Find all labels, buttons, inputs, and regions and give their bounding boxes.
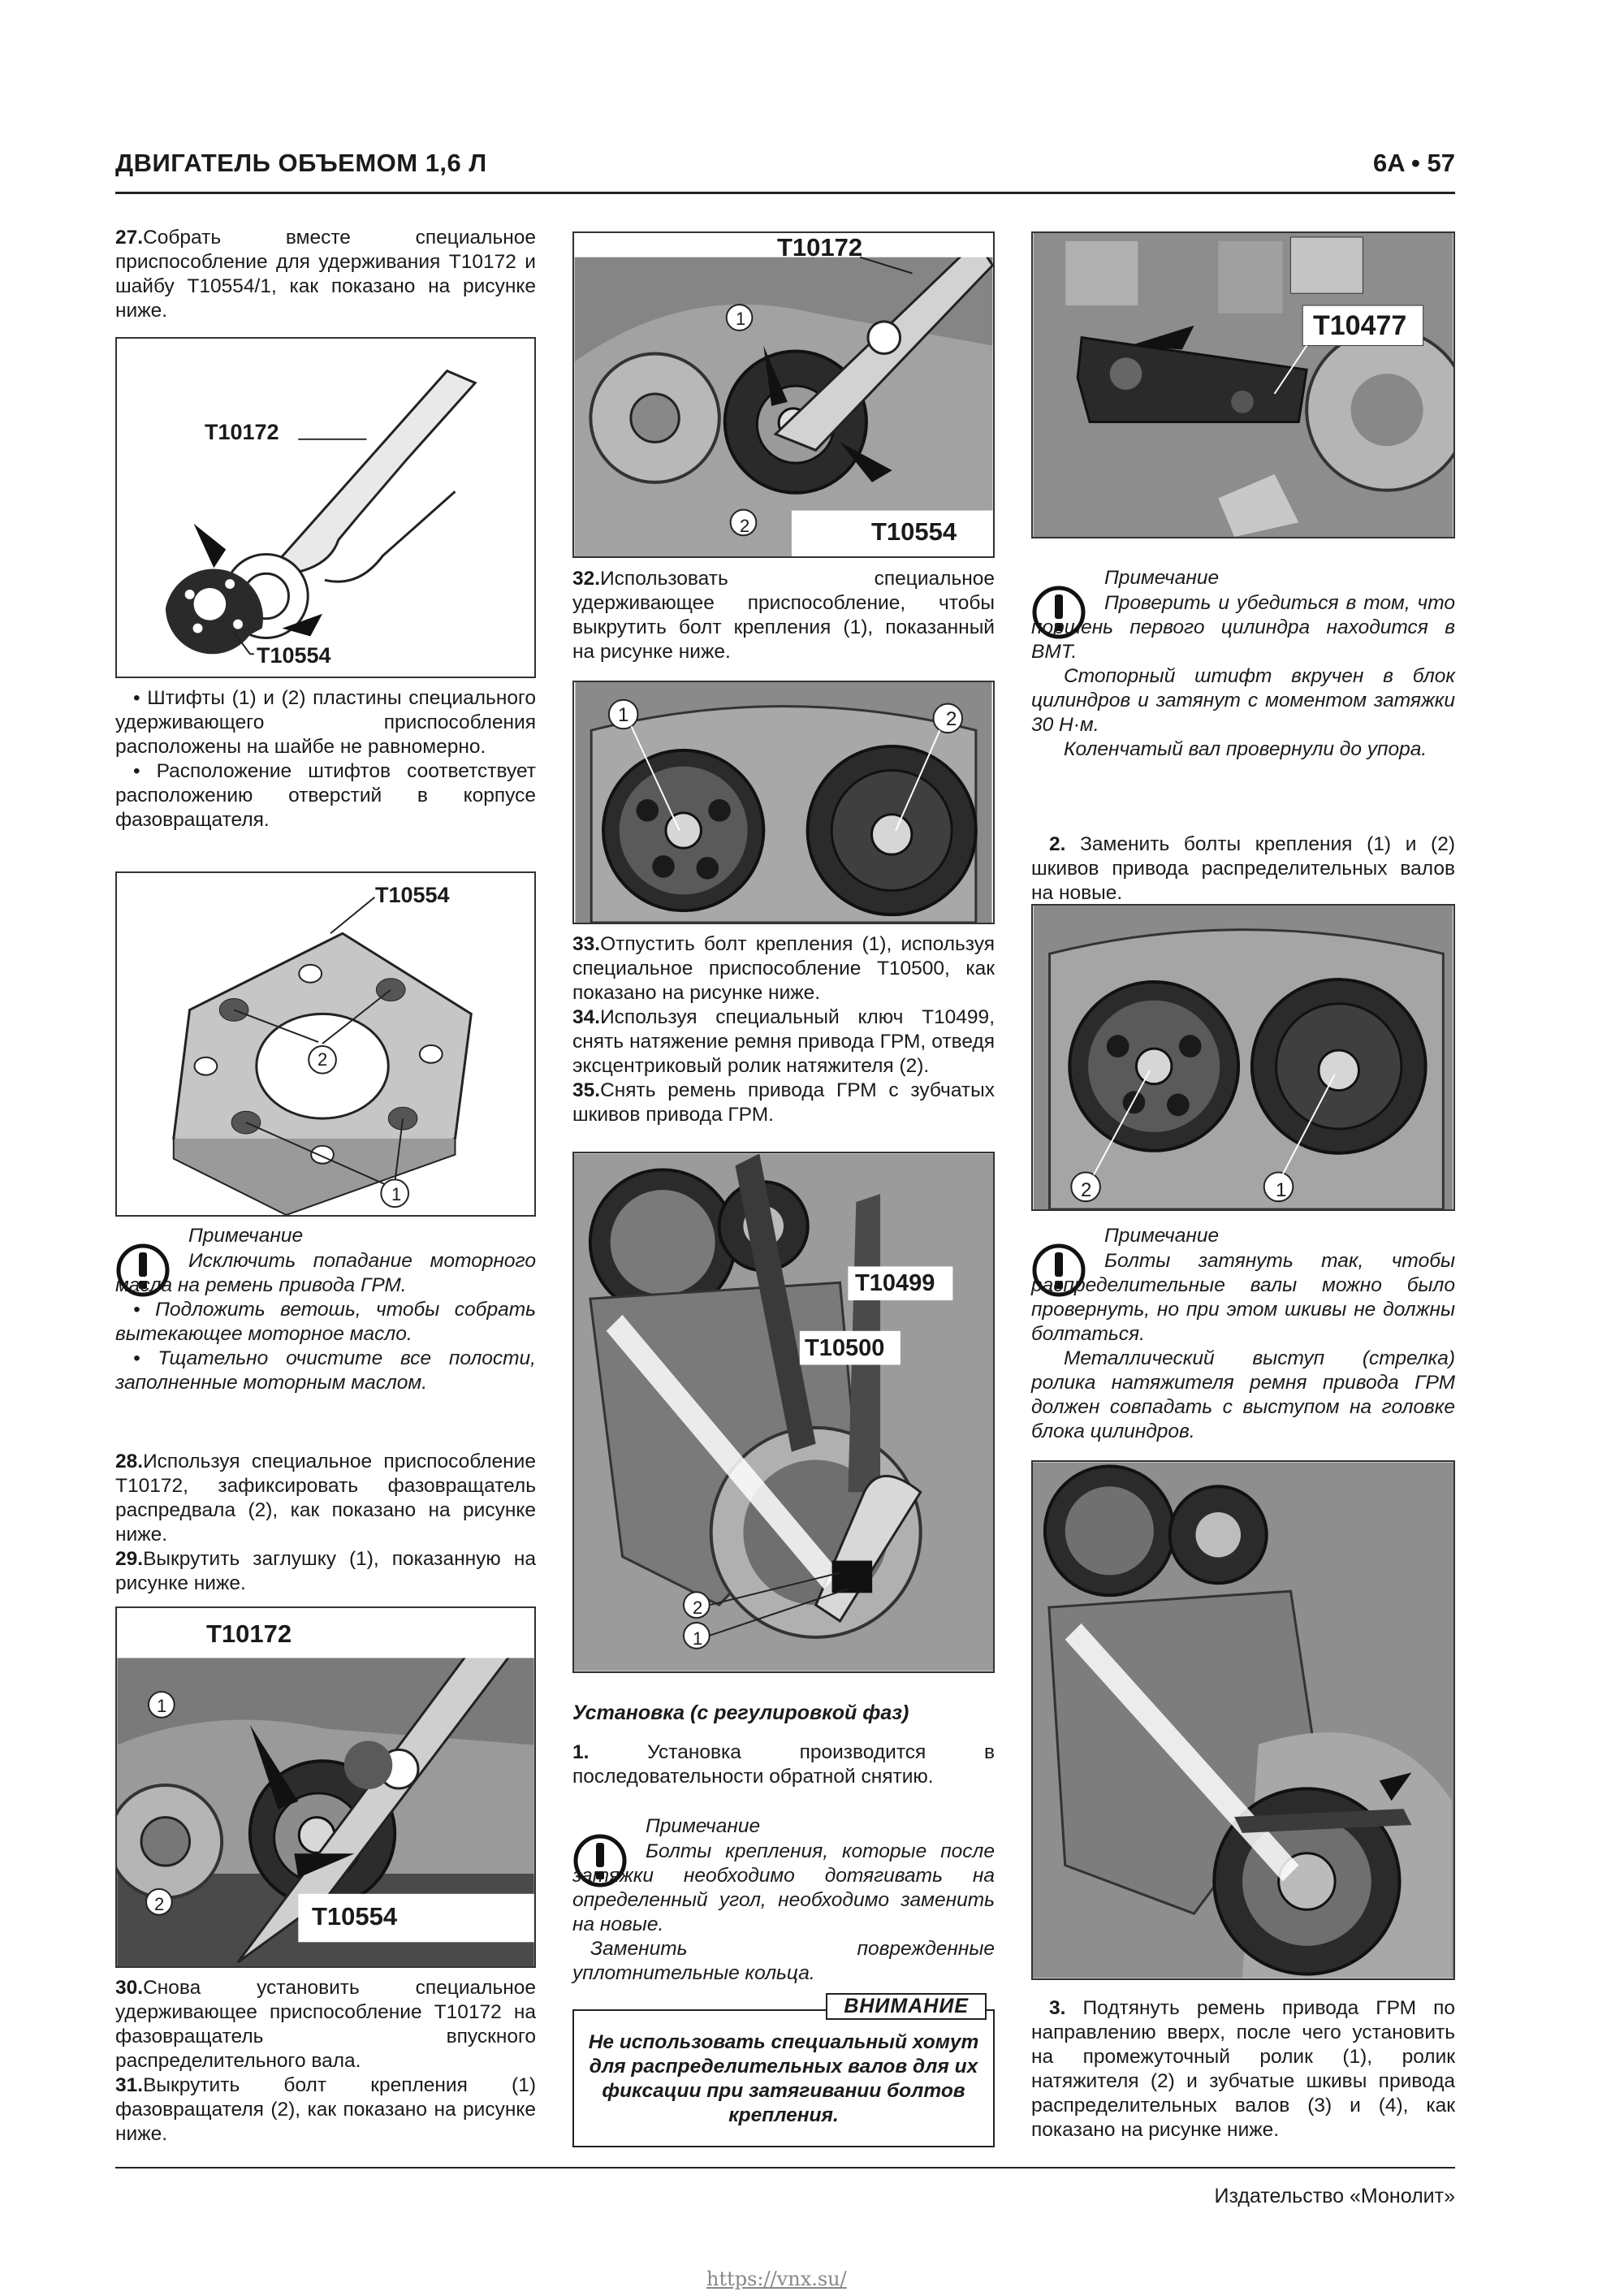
- install-step-2: 2. Заменить болты крепления (1) и (2) шк…: [1031, 833, 1455, 904]
- callout-1: 1: [157, 1696, 167, 1716]
- figure-bolt-removal: T10172 T10554 1 2: [572, 231, 995, 558]
- figure-phaser-hold: T10172 T10554 1 2: [115, 1606, 536, 1968]
- fig-label-T10500: T10500: [805, 1335, 885, 1361]
- callout-2: 2: [946, 708, 957, 730]
- fig-label-T10554: T10554: [375, 883, 450, 907]
- fig-label-T10172: T10172: [205, 420, 279, 444]
- note-tdc: Примечание Проверить и убедиться в том, …: [1031, 567, 1455, 760]
- exclamation-icon: [1032, 1243, 1086, 1297]
- section-installation: Установка (с регулировкой фаз): [572, 1701, 909, 1724]
- callout-2: 2: [317, 1049, 328, 1070]
- page-number: 6A • 57: [1372, 149, 1455, 177]
- callout-2: 2: [1081, 1179, 1092, 1201]
- figure-belt-tensioner: T10499 T10500 2 1: [572, 1152, 995, 1673]
- fig-label-T10554: T10554: [257, 643, 331, 668]
- callout-2: 2: [693, 1598, 703, 1618]
- callout-1: 1: [618, 704, 629, 726]
- figure-tensioner-lug: [1031, 1460, 1455, 1980]
- install-step-3: 3. Подтянуть ремень привода ГРМ по напра…: [1031, 1997, 1456, 2141]
- header-rule: [115, 192, 1455, 194]
- fig-label-T10172: T10172: [777, 233, 863, 262]
- figure-locking-tool: T10477: [1031, 231, 1455, 538]
- exclamation-icon: [116, 1243, 170, 1297]
- fig-label-T10554: T10554: [312, 1902, 398, 1931]
- exclamation-icon: [573, 1834, 627, 1887]
- step-30-31: 30.Снова установить специальное удержива…: [115, 1977, 536, 2145]
- fig-label-T10554: T10554: [871, 517, 957, 546]
- figure-holder-tool: T10172 T10554: [115, 337, 536, 678]
- warning-title: ВНИМАНИЕ: [826, 1993, 987, 2020]
- step-28-29: 28.Используя специальное приспособление …: [115, 1451, 536, 1594]
- step-33-35: 33.Отпустить болт крепления (1), использ…: [572, 933, 995, 1126]
- callout-1: 1: [736, 309, 746, 329]
- note-bolts: Примечание Болты крепления, которые посл…: [572, 1815, 995, 1984]
- page-header: ДВИГАТЕЛЬ ОБЪЕМОМ 1,6 Л 6A • 57: [115, 149, 1455, 191]
- note-tighten: Примечание Болты затянуть так, чтобы рас…: [1031, 1225, 1455, 1442]
- note-oil: Примечание Исключить попадание моторного…: [115, 1225, 536, 1394]
- figure-cam-pulleys: 1 2: [572, 681, 995, 924]
- watermark-link[interactable]: https://vnx.su/: [706, 2268, 847, 2290]
- fig-label-T10499: T10499: [855, 1270, 935, 1296]
- callout-1: 1: [1276, 1179, 1287, 1201]
- warning-box: ВНИМАНИЕ Не использовать специальный хом…: [572, 1993, 995, 2147]
- callout-2: 2: [154, 1894, 165, 1914]
- callout-1: 1: [391, 1184, 402, 1204]
- fig-label-T10172: T10172: [206, 1619, 292, 1648]
- figure-pulley-bolts: 2 1: [1031, 904, 1455, 1211]
- figure-washer: T10554 2 1: [115, 871, 536, 1217]
- fig-label-T10477: T10477: [1313, 310, 1407, 341]
- warning-text: Не использовать специальный хомут для ра…: [588, 2031, 979, 2126]
- publisher: Издательство «Монолит»: [1214, 2185, 1455, 2207]
- callout-2: 2: [740, 516, 750, 536]
- footer-rule: [115, 2167, 1455, 2168]
- step-27: 27.Собрать вместе специальное приспособл…: [115, 227, 536, 322]
- bullets-pins: • Штифты (1) и (2) пластины специального…: [115, 687, 536, 831]
- install-step-1: 1. Установка производится в последовател…: [572, 1741, 996, 1788]
- callout-1: 1: [693, 1628, 703, 1649]
- section-title: ДВИГАТЕЛЬ ОБЪЕМОМ 1,6 Л: [115, 149, 487, 177]
- step-32: 32.Использовать специальное удерживающее…: [572, 568, 995, 663]
- exclamation-icon: [1032, 586, 1086, 639]
